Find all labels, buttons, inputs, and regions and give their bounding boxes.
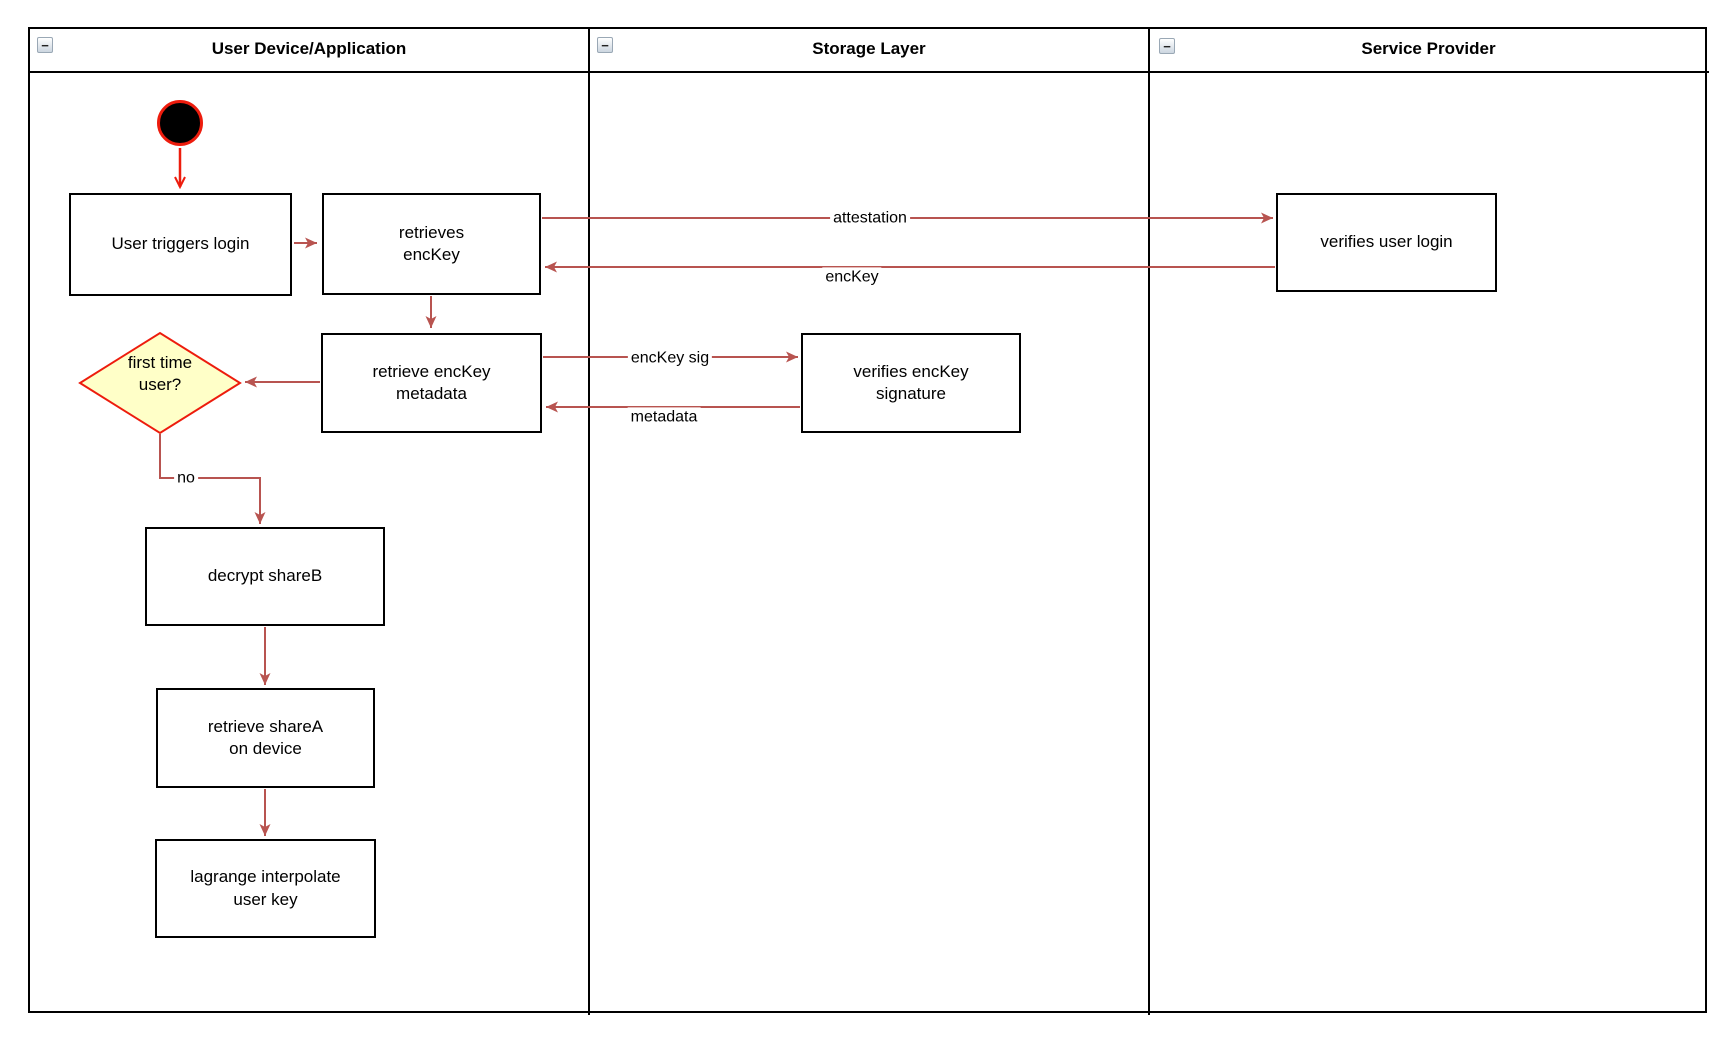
edge-decision-no-to-decrypt	[159, 434, 266, 524]
node-retrieve-sharea-on-device[interactable]: retrieve shareA on device	[156, 688, 375, 788]
collapse-icon-storage-layer[interactable]: −	[597, 37, 613, 53]
lane-title-user-device: User Device/Application	[211, 39, 407, 58]
lane-divider-1	[588, 27, 590, 1015]
node-retrieves-enckey[interactable]: retrieves encKey	[322, 193, 541, 295]
edge-label-no: no	[174, 468, 198, 488]
node-verifies-enckey-signature[interactable]: verifies encKey signature	[801, 333, 1021, 433]
decision-diamond-label: first time user?	[127, 353, 193, 395]
lane-header-separator	[28, 71, 1709, 73]
node-user-triggers-login[interactable]: User triggers login	[69, 193, 292, 296]
collapse-icon-user-device[interactable]: −	[37, 37, 53, 53]
decision-diamond-first-time-user[interactable]	[78, 331, 242, 435]
node-lagrange-interpolate-user-key[interactable]: lagrange interpolate user key	[155, 839, 376, 938]
edge-label-metadata: metadata	[627, 407, 701, 427]
edge-label-enckey: encKey	[822, 267, 882, 287]
edge-label-enckey-sig: encKey sig	[627, 348, 713, 368]
lane-title-service-provider: Service Provider	[1361, 39, 1496, 58]
node-decrypt-shareb[interactable]: decrypt shareB	[145, 527, 385, 626]
collapse-icon-service-provider[interactable]: −	[1159, 38, 1175, 54]
node-retrieve-enckey-metadata[interactable]: retrieve encKey metadata	[321, 333, 542, 433]
edge-label-attestation: attestation	[830, 208, 910, 228]
lane-divider-2	[1148, 27, 1150, 1015]
start-node[interactable]	[157, 100, 203, 146]
lane-title-storage-layer: Storage Layer	[812, 39, 926, 58]
node-verifies-user-login[interactable]: verifies user login	[1276, 193, 1497, 292]
